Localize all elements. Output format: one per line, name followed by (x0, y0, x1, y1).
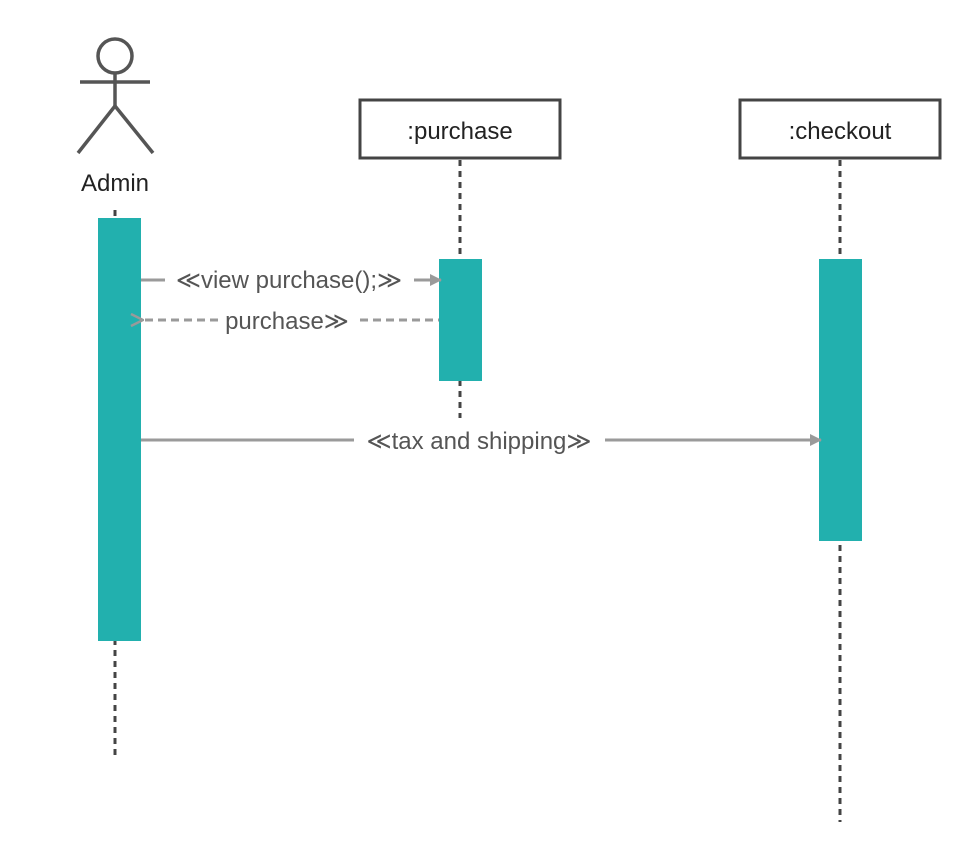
object-checkout: :checkout (738, 98, 942, 160)
message-label: purchase≫ (225, 308, 349, 335)
message-tax-and-shipping: ≪tax and shipping≫ (141, 428, 822, 455)
object-purchase-label: :purchase (407, 118, 512, 145)
activation-bar-purchase (439, 259, 482, 381)
actor-label: Admin (81, 170, 149, 197)
message-purchase-return: purchase≫ (143, 308, 439, 335)
message-label: ≪tax and shipping≫ (366, 428, 591, 455)
object-checkout-label: :checkout (789, 118, 892, 145)
message-label: ≪view purchase();≫ (176, 267, 402, 294)
activation-bar-checkout (819, 259, 862, 541)
activation-bar-admin (98, 218, 141, 641)
message-view-purchase: ≪view purchase();≫ (141, 267, 442, 294)
stick-figure-icon (76, 37, 155, 155)
object-purchase: :purchase (358, 98, 562, 160)
